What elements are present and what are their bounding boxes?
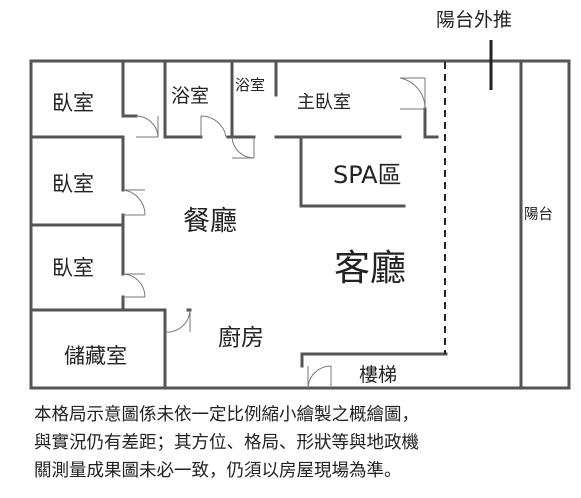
disclaimer-line: 關測量成果圖未必一致，仍須以房屋現場為準。 — [34, 461, 402, 481]
label-stairs: 樓梯 — [359, 364, 397, 386]
label-storage: 儲藏室 — [64, 344, 127, 368]
label-balcony-out: 陽台外推 — [436, 9, 512, 31]
label-bedroom-1: 臥室 — [52, 91, 94, 115]
label-balcony: 陽台 — [524, 206, 553, 223]
label-dining: 餐廳 — [183, 206, 237, 237]
label-bedroom-2: 臥室 — [52, 172, 94, 196]
disclaimer-line: 本格局示意圖係未依一定比例縮小繪製之概繪圖， — [34, 405, 419, 425]
disclaimer-line: 與實況仍有差距；其方位、格局、形狀等與地政機 — [34, 433, 419, 453]
disclaimer: 本格局示意圖係未依一定比例縮小繪製之概繪圖， 與實況仍有差距；其方位、格局、形狀… — [34, 401, 574, 485]
label-bathroom-1: 浴室 — [171, 85, 209, 107]
interior-walls — [29, 59, 523, 390]
label-bathroom-2: 浴室 — [235, 76, 265, 94]
label-kitchen: 廚房 — [218, 325, 264, 351]
label-spa: SPA區 — [333, 161, 402, 189]
outer-walls — [29, 59, 571, 390]
label-master-bedroom: 主臥室 — [297, 92, 351, 113]
label-bedroom-3: 臥室 — [52, 256, 94, 280]
floor-plan: 臥室 浴室 浴室 主臥室 臥室 SPA區 餐廳 客廳 臥室 儲藏室 廚房 樓梯 … — [29, 9, 571, 390]
door-swings — [122, 77, 426, 389]
label-living: 客廳 — [334, 248, 406, 289]
